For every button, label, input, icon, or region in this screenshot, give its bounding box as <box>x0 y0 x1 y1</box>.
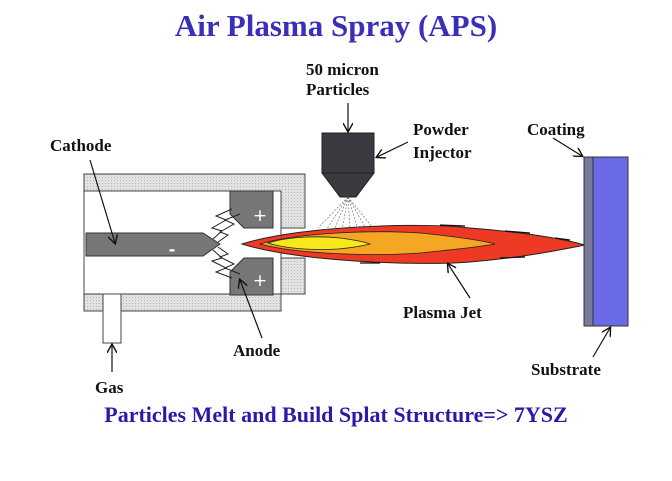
powder-injector-arrow <box>377 141 409 157</box>
label-particles-line2: Particles <box>306 80 370 99</box>
powder-injector <box>321 132 375 198</box>
plasma-jet-arrow <box>448 264 471 299</box>
label-powder-line1: Powder <box>413 120 469 139</box>
label-gas: Gas <box>95 378 124 397</box>
cathode-sign: - <box>169 240 176 259</box>
label-plasma-jet: Plasma Jet <box>403 303 482 322</box>
label-cathode: Cathode <box>50 136 112 155</box>
substrate-block <box>592 156 629 327</box>
anode-top-sign: + <box>253 206 267 226</box>
label-powder-line2: Injector <box>413 143 472 162</box>
label-coating: Coating <box>527 120 585 139</box>
leader-arrows <box>89 103 610 372</box>
label-substrate: Substrate <box>531 360 601 379</box>
label-anode: Anode <box>233 341 281 360</box>
coating-layer <box>583 156 594 327</box>
gas-inlet-tube <box>102 293 122 344</box>
particle-spray <box>317 196 374 231</box>
substrate-arrow <box>592 328 610 358</box>
diagram-caption: Particles Melt and Build Splat Structure… <box>104 402 568 427</box>
label-particles-line1: 50 micron <box>306 60 379 79</box>
plasma-jet <box>240 224 586 264</box>
anode-arrow <box>240 280 263 339</box>
anode-bottom-sign: + <box>253 271 267 291</box>
diagram-title: Air Plasma Spray (APS) <box>174 8 498 43</box>
electric-arc <box>210 208 241 279</box>
cathode-rod <box>85 232 221 257</box>
cathode-arrow <box>89 159 115 243</box>
coating-arrow <box>552 137 582 156</box>
